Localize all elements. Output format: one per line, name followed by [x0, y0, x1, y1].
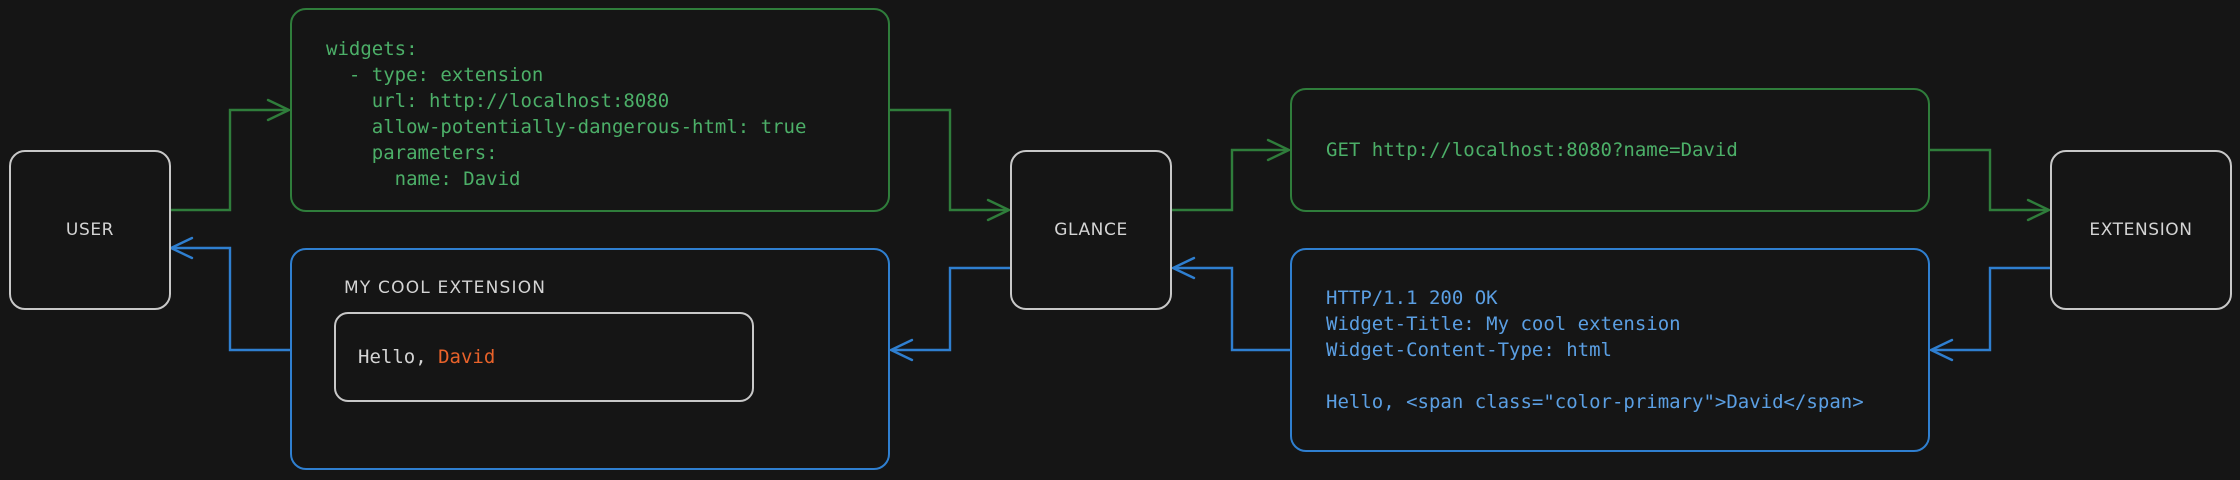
edge-rendered-widget-to-user	[168, 236, 290, 352]
node-extension[interactable]: EXTENSION	[2050, 150, 2232, 310]
rendered-widget-greeting: Hello, David	[358, 346, 495, 368]
rendered-widget-title: MY COOL EXTENSION	[344, 278, 547, 298]
http-response-code: HTTP/1.1 200 OK Widget-Title: My cool ex…	[1326, 287, 1864, 413]
edge-config-to-glance	[890, 108, 1012, 222]
rendered-widget-greeting-name: David	[438, 346, 496, 368]
node-user[interactable]: USER	[9, 150, 171, 310]
node-glance[interactable]: GLANCE	[1010, 150, 1172, 310]
node-user-label: USER	[65, 220, 115, 240]
edge-extension-to-http-response	[1928, 266, 2050, 362]
node-extension-label: EXTENSION	[2089, 220, 2193, 240]
edge-user-to-config	[170, 98, 292, 212]
edge-http-request-to-extension	[1930, 148, 2052, 222]
edge-http-response-to-glance	[1170, 256, 1290, 352]
http-request-code: GET http://localhost:8080?name=David	[1326, 139, 1738, 161]
rendered-widget-greeting-prefix: Hello,	[358, 346, 439, 368]
rendered-widget-content-card: Hello, David	[334, 312, 754, 402]
node-glance-label: GLANCE	[1054, 220, 1128, 240]
config-yaml-box: widgets: - type: extension url: http://l…	[290, 8, 890, 212]
config-yaml-code: widgets: - type: extension url: http://l…	[326, 38, 807, 190]
edge-glance-to-http-request	[1172, 138, 1292, 212]
http-response-box: HTTP/1.1 200 OK Widget-Title: My cool ex…	[1290, 248, 1930, 452]
edge-glance-to-rendered-widget	[888, 266, 1010, 362]
rendered-widget-box: MY COOL EXTENSION Hello, David	[290, 248, 890, 470]
http-request-box: GET http://localhost:8080?name=David	[1290, 88, 1930, 212]
